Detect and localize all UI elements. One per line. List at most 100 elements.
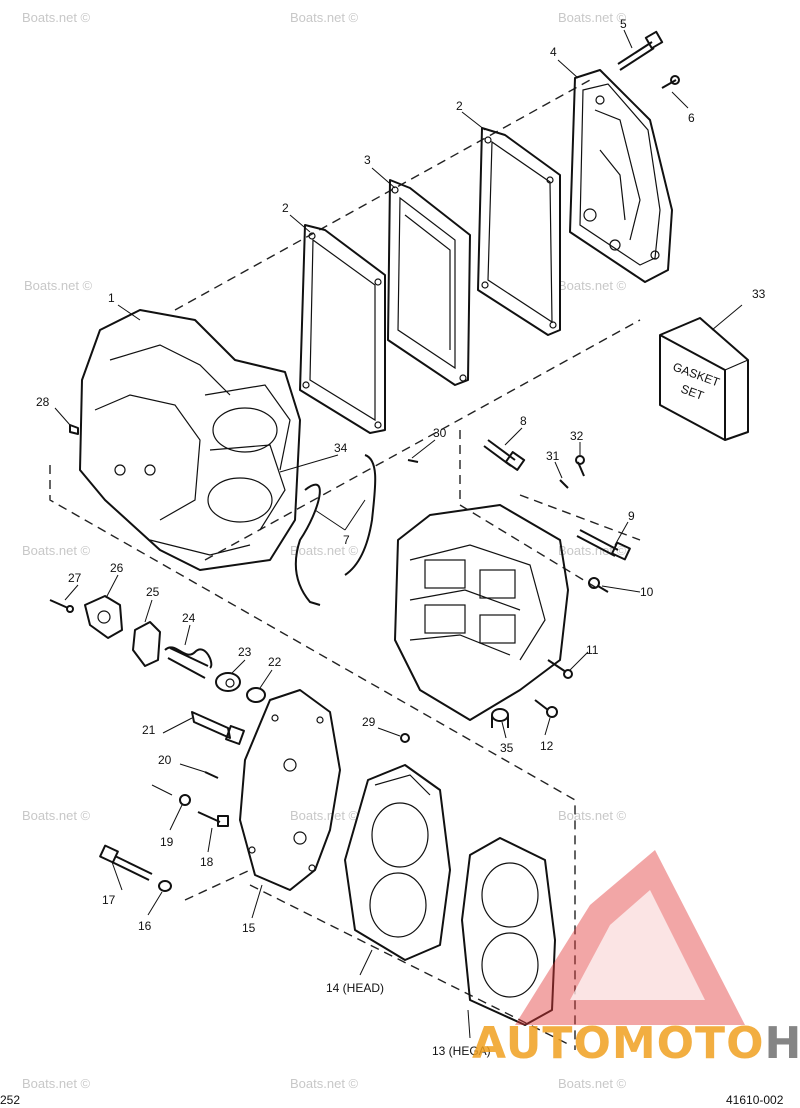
watermark: Boats.net ©	[290, 1076, 359, 1091]
automotohub-logo: AUTOMOTOHUB	[472, 850, 800, 1069]
assembly-line	[519, 494, 641, 541]
label-part-35: 35	[500, 741, 514, 755]
part-bolt-18	[197, 811, 229, 827]
label-part-16: 16	[138, 919, 152, 933]
assembly-line	[184, 869, 251, 901]
logo-text-hub: HUB	[764, 1018, 800, 1069]
part-thermostat-cover-26	[84, 595, 123, 639]
logo-triangle-inner	[570, 890, 705, 1000]
part-washer-16	[158, 880, 172, 892]
part-bushing-35	[491, 708, 509, 728]
part-cylinder-head-14	[344, 764, 451, 961]
part-exhaust-cover-4	[569, 69, 673, 283]
part-bolt-12	[534, 699, 558, 718]
assembly-line	[459, 430, 601, 591]
label-part-1: 1	[108, 291, 115, 305]
logo-text-moto: MOTO	[612, 1018, 765, 1069]
watermark: Boats.net ©	[22, 808, 91, 823]
watermark: Boats.net ©	[558, 543, 627, 558]
label-part-8: 8	[520, 414, 527, 428]
gasket-box-text: SET	[679, 382, 706, 403]
part-ring-22	[246, 687, 266, 703]
watermark: Boats.net ©	[290, 808, 359, 823]
watermark: Boats.net ©	[558, 278, 627, 293]
watermark: Boats.net ©	[22, 1076, 91, 1091]
label-part-34: 34	[334, 441, 348, 455]
watermark: Boats.net ©	[22, 10, 91, 25]
assembly-line	[204, 319, 641, 561]
label-part-6: 6	[688, 111, 695, 125]
label-part-27: 27	[68, 571, 82, 585]
part-divider-plate-3	[387, 179, 471, 386]
label-part-21: 21	[142, 723, 156, 737]
part-screw-6	[661, 75, 680, 89]
label-part-3: 3	[364, 153, 371, 167]
label-part-12: 12	[540, 739, 554, 753]
part-thermostat-23	[215, 672, 241, 692]
watermark: Boats.net ©	[558, 808, 627, 823]
part-head-gasket-13	[461, 837, 556, 1026]
corner-code-right: 41610-002	[726, 1093, 784, 1107]
part-spring-24	[164, 646, 213, 679]
label-part-29: 29	[362, 715, 376, 729]
part-sensor-21	[191, 711, 245, 745]
label-part-19: 19	[160, 835, 174, 849]
part-gasket-set-box-33: GASKET SET	[659, 317, 749, 441]
part-labels: 1 2 3 2 4 5 6 33 28 34 7 30 8 31 32 9 10…	[36, 17, 766, 1058]
label-part-5: 5	[620, 17, 627, 31]
label-part-4: 4	[550, 45, 557, 59]
part-29	[400, 733, 410, 743]
label-part-2: 2	[282, 201, 289, 215]
part-20	[204, 771, 219, 779]
part-fitting-10	[588, 577, 609, 593]
label-part-11: 11	[586, 643, 599, 657]
leader-lines	[54, 29, 743, 1039]
watermark: Boats.net ©	[290, 10, 359, 25]
assembly-dashed-lines	[49, 79, 641, 1050]
part-pin-28	[69, 424, 79, 435]
label-part-14: 14 (HEAD)	[326, 981, 384, 995]
label-part-24: 24	[182, 611, 196, 625]
watermarks: Boats.net © Boats.net © Boats.net © Boat…	[22, 10, 627, 1091]
label-part-18: 18	[200, 855, 214, 869]
label-part-26: 26	[110, 561, 124, 575]
part-seals-7	[294, 454, 377, 606]
part-bolt-17	[99, 844, 153, 881]
part-screw-27	[49, 599, 74, 613]
label-part-15: 15	[242, 921, 256, 935]
watermark: Boats.net ©	[290, 543, 359, 558]
part-cylinder-block-1	[79, 309, 301, 571]
label-part-7: 7	[343, 533, 350, 547]
label-part-28: 28	[36, 395, 50, 409]
part-gasket-2-right	[477, 127, 561, 336]
watermark: Boats.net ©	[558, 10, 627, 25]
logo-text-auto: AUTO	[472, 1018, 612, 1069]
label-part-23: 23	[238, 645, 252, 659]
label-part-33: 33	[752, 287, 766, 301]
label-part-17: 17	[102, 893, 116, 907]
part-pin-30	[407, 459, 419, 463]
part-crankcase-housing	[394, 504, 569, 721]
assembly-line	[174, 79, 591, 311]
part-bolt-5	[617, 30, 664, 71]
label-part-13: 13 (HEGA)	[432, 1044, 491, 1058]
label-part-30: 30	[433, 426, 447, 440]
watermark: Boats.net ©	[24, 278, 93, 293]
part-31	[559, 479, 569, 489]
watermark: Boats.net ©	[22, 543, 91, 558]
label-part-2: 2	[456, 99, 463, 113]
label-part-32: 32	[570, 429, 584, 443]
corner-code-left: 252	[0, 1093, 20, 1107]
part-screw-32	[575, 455, 585, 477]
part-19	[151, 784, 191, 806]
part-bolt-9	[576, 529, 631, 561]
part-cover-plate-15	[239, 689, 341, 891]
label-part-25: 25	[146, 585, 160, 599]
part-bolt-11	[547, 659, 573, 679]
assembly-line	[49, 465, 576, 1050]
label-part-22: 22	[268, 655, 282, 669]
label-part-9: 9	[628, 509, 635, 523]
label-part-31: 31	[546, 449, 560, 463]
